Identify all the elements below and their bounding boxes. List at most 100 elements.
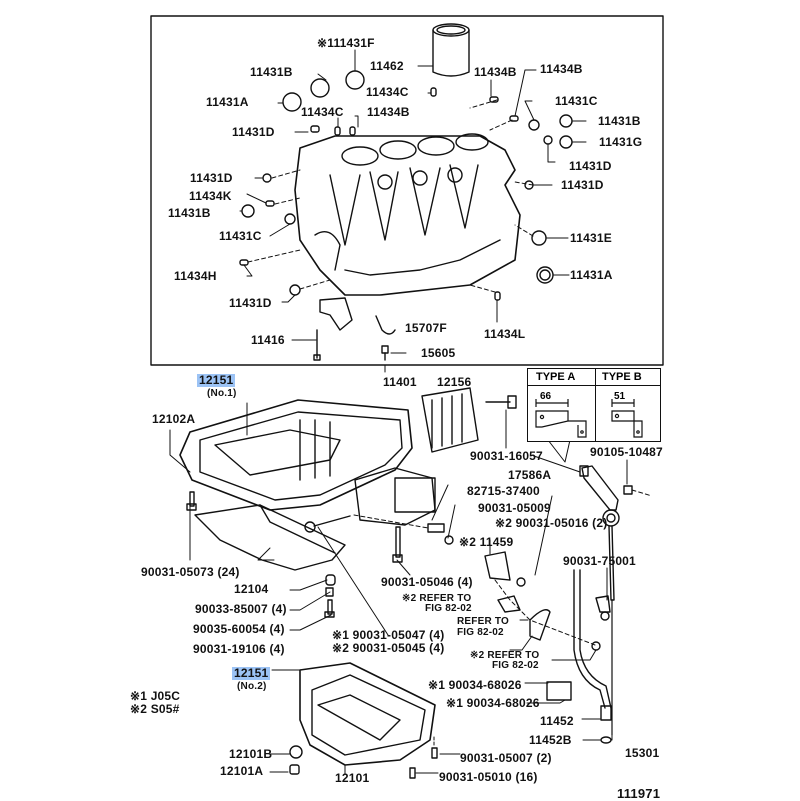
- part-label-90035-60054[interactable]: 90035-60054 (4): [193, 622, 285, 636]
- part-label-11434B[interactable]: 11434B: [540, 62, 583, 76]
- part-label-90031-05016[interactable]: ※2 90031-05016 (2): [495, 516, 608, 530]
- part-label-90034-68026[interactable]: ※1 90034-68026: [428, 678, 522, 692]
- part-label-11431E[interactable]: 11431E: [570, 231, 612, 245]
- cylinder-liner-part: [433, 24, 469, 76]
- part-label-11431G[interactable]: 11431G: [599, 135, 643, 149]
- part-label-11431D[interactable]: 11431D: [561, 178, 604, 192]
- part-label-90031-19106[interactable]: 90031-19106 (4): [193, 642, 285, 656]
- oil-dipstick: [603, 510, 619, 735]
- part-label-11431A[interactable]: 11431A: [570, 268, 613, 282]
- part-label-90031-05046[interactable]: 90031-05046 (4): [381, 575, 473, 589]
- part-label-11431D[interactable]: 11431D: [229, 296, 272, 310]
- part-label-90031-05045[interactable]: ※2 90031-05045 (4): [332, 641, 445, 655]
- part-label-12101B[interactable]: 12101B: [229, 747, 273, 761]
- part-label-12104[interactable]: 12104: [234, 582, 269, 596]
- part-label-90031-16057[interactable]: 90031-16057: [470, 449, 543, 463]
- oil-pan-no1: [180, 400, 435, 525]
- part-label-15301[interactable]: 15301: [625, 746, 660, 760]
- part-label-11434K[interactable]: 11434K: [189, 189, 232, 203]
- part-label-12151-no2-highlighted[interactable]: 12151: [232, 666, 271, 680]
- part-label-11416[interactable]: 11416: [251, 333, 285, 347]
- part-label-12156[interactable]: 12156: [437, 375, 472, 389]
- leader-lines-upper: [240, 50, 586, 372]
- cylinder-block-frame: [151, 16, 663, 365]
- part-label-11431B[interactable]: 11431B: [168, 206, 211, 220]
- part-label-111431F[interactable]: ※111431F: [317, 36, 375, 50]
- refer-to-fig-label[interactable]: ※2 REFER TO: [402, 593, 472, 604]
- part-label-11434B[interactable]: 11434B: [367, 105, 410, 119]
- part-sublabel-no2: (No.2): [237, 681, 267, 692]
- dashed-connectors-lower: [354, 515, 595, 645]
- part-label-90031-05010[interactable]: 90031-05010 (16): [439, 770, 538, 784]
- type-comparison-table: TYPE A TYPE B 66 51: [527, 368, 661, 442]
- part-label-90034-68026[interactable]: ※1 90034-68026: [446, 696, 540, 710]
- part-label-90031-05073[interactable]: 90031-05073 (24): [141, 565, 240, 579]
- bracket-17586A: [548, 440, 652, 510]
- part-label-90031-05007[interactable]: 90031-05007 (2): [460, 751, 552, 765]
- note-1: ※1 J05C: [130, 690, 180, 703]
- part-label-82715-37400[interactable]: 82715-37400: [467, 484, 540, 498]
- part-label-11452B[interactable]: 11452B: [529, 733, 572, 747]
- part-label-11434B[interactable]: 11434B: [474, 65, 517, 79]
- part-label-11431D[interactable]: 11431D: [569, 159, 612, 173]
- note-2: ※2 S05#: [130, 703, 180, 716]
- part-label-15605[interactable]: 15605: [421, 346, 456, 360]
- part-label-90033-85007[interactable]: 90033-85007 (4): [195, 602, 287, 616]
- oil-baffle-part: [422, 388, 478, 452]
- refer-to-fig-number[interactable]: FIG 82-02: [425, 603, 472, 614]
- refer-to-fig-number[interactable]: FIG 82-02: [457, 627, 504, 638]
- part-label-11431C[interactable]: 11431C: [555, 94, 598, 108]
- part-label-11434H[interactable]: 11434H: [174, 269, 217, 283]
- part-label-11431B[interactable]: 11431B: [250, 65, 293, 79]
- part-sublabel-no1: (No.1): [207, 388, 237, 399]
- part-label-11459[interactable]: ※2 11459: [459, 535, 514, 549]
- part-label-90105-10487[interactable]: 90105-10487: [590, 445, 663, 459]
- type-table-header: TYPE A TYPE B: [528, 369, 660, 386]
- part-label-11431D[interactable]: 11431D: [190, 171, 233, 185]
- part-label-11431C[interactable]: 11431C: [219, 229, 262, 243]
- dashed-connectors-upper: [248, 100, 533, 292]
- bolts-upper: [314, 316, 395, 360]
- part-label-12151-no1-highlighted[interactable]: 12151: [197, 373, 236, 387]
- part-label-90031-05009[interactable]: 90031-05009: [478, 501, 551, 515]
- type-table-divider: [595, 369, 596, 441]
- type-b-dimension: 51: [614, 391, 626, 402]
- part-label-15707F[interactable]: 15707F: [405, 321, 447, 335]
- dipstick-guide-tube: [574, 570, 611, 743]
- type-a-header: TYPE A: [536, 371, 576, 383]
- note-text: J05C: [150, 689, 181, 703]
- part-label-11431B[interactable]: 11431B: [598, 114, 641, 128]
- part-label-90031-05047[interactable]: ※1 90031-05047 (4): [332, 628, 445, 642]
- part-label-11452[interactable]: 11452: [540, 714, 574, 728]
- part-label-11431A[interactable]: 11431A: [206, 95, 249, 109]
- bolts-mid: [187, 492, 402, 617]
- oil-pan-no2: [290, 663, 437, 778]
- part-label-12101[interactable]: 12101: [335, 771, 370, 785]
- part-label-12102A[interactable]: 12102A: [152, 412, 196, 426]
- part-label-12101A[interactable]: 12101A: [220, 764, 264, 778]
- refer-to-fig-label[interactable]: REFER TO: [457, 616, 509, 627]
- part-label-11434C[interactable]: 11434C: [301, 105, 344, 119]
- cylinder-block: [295, 134, 520, 330]
- part-label-11462[interactable]: 11462: [370, 59, 404, 73]
- figure-number: 111971: [617, 786, 661, 801]
- note-text: S05#: [150, 702, 180, 716]
- bolt-90031-16057: [486, 396, 516, 448]
- part-label-11434L[interactable]: 11434L: [484, 327, 526, 341]
- refer-to-fig-label[interactable]: ※2 REFER TO: [470, 650, 540, 661]
- part-label-17586A[interactable]: 17586A: [508, 468, 552, 482]
- baffle-plate-12104: [195, 505, 345, 570]
- note-mark: ※1: [130, 689, 148, 703]
- type-bracket-drawings: [535, 399, 643, 438]
- part-label-11401[interactable]: 11401: [383, 375, 417, 389]
- type-a-dimension: 66: [540, 391, 552, 402]
- type-b-header: TYPE B: [602, 371, 642, 383]
- part-label-11434C[interactable]: 11434C: [366, 85, 409, 99]
- refer-to-fig-number[interactable]: FIG 82-02: [492, 660, 539, 671]
- part-label-11431D[interactable]: 11431D: [232, 125, 275, 139]
- engine-code-notes: ※1 J05C ※2 S05#: [130, 690, 180, 716]
- part-label-90031-75001[interactable]: 90031-75001: [563, 554, 636, 568]
- leader-lines-lower: [170, 403, 627, 774]
- note-mark: ※2: [130, 702, 148, 716]
